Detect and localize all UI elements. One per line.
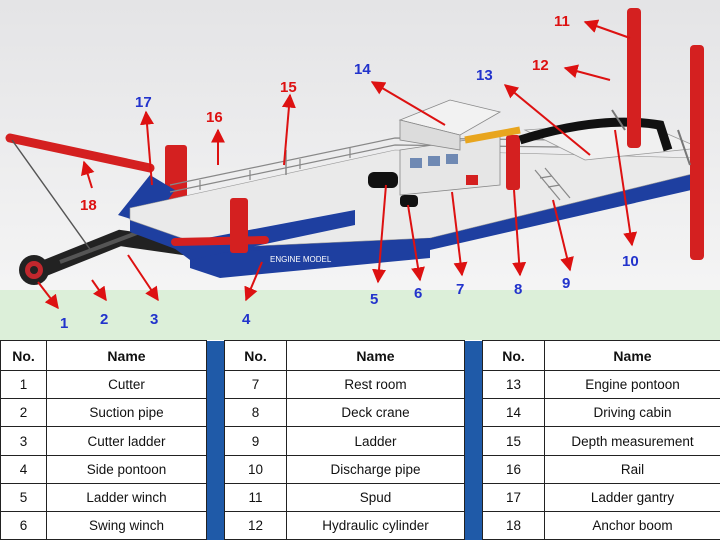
ladder-winch <box>368 172 398 188</box>
part-number: 15 <box>482 426 545 456</box>
callout-8: 8 <box>514 281 522 298</box>
cutter-head <box>19 255 49 285</box>
callout-5: 5 <box>370 291 378 308</box>
part-name: Spud <box>286 482 465 512</box>
column-divider <box>206 511 225 540</box>
column-divider <box>464 455 483 484</box>
header-no: No. <box>224 339 287 372</box>
callout-14: 14 <box>354 61 371 78</box>
column-divider <box>464 398 483 427</box>
column-divider <box>206 426 225 456</box>
column-divider <box>206 340 225 371</box>
hull-text: ENGINE MODEL <box>270 255 332 264</box>
part-number: 16 <box>482 454 545 484</box>
column-divider <box>464 340 483 371</box>
rail <box>169 137 561 193</box>
header-no: No. <box>0 339 47 372</box>
water-band <box>0 290 720 340</box>
callout-arrows <box>37 19 638 310</box>
callout-2: 2 <box>100 311 108 328</box>
driving-cabin <box>398 99 502 151</box>
column-divider <box>464 511 483 540</box>
anchor-boom <box>5 133 187 253</box>
column-divider <box>464 370 483 399</box>
swing-winch <box>400 195 418 207</box>
part-number: 3 <box>0 426 47 456</box>
column-divider <box>206 483 225 512</box>
part-number: 1 <box>0 370 47 400</box>
callout-17: 17 <box>135 94 152 111</box>
part-name: Swing winch <box>46 510 207 540</box>
column-divider <box>206 370 225 399</box>
part-name: Discharge pipe <box>286 454 465 484</box>
part-name: Anchor boom <box>544 510 720 540</box>
callout-6: 6 <box>414 285 422 302</box>
callout-4: 4 <box>242 311 251 328</box>
callout-18: 18 <box>80 197 97 214</box>
legend-header-row: No. Name No. Name No. Name <box>0 339 720 372</box>
part-number: 14 <box>482 398 545 428</box>
part-name: Deck crane <box>286 398 465 428</box>
part-number: 13 <box>482 370 545 400</box>
part-number: 9 <box>224 426 287 456</box>
part-number: 10 <box>224 454 287 484</box>
part-name: Suction pipe <box>46 398 207 428</box>
part-name: Hydraulic cylinder <box>286 510 465 540</box>
column-divider <box>206 398 225 427</box>
part-name: Driving cabin <box>544 398 720 428</box>
header-no: No. <box>482 339 545 372</box>
callout-13: 13 <box>476 67 493 84</box>
ladder <box>534 167 571 201</box>
part-name: Ladder gantry <box>544 482 720 512</box>
callout-3: 3 <box>150 311 158 328</box>
callout-9: 9 <box>562 275 570 292</box>
callout-16: 16 <box>206 109 223 126</box>
discharge-pipe <box>518 117 673 152</box>
part-number: 4 <box>0 454 47 484</box>
part-name: Depth measurement <box>544 426 720 456</box>
side-pontoon <box>170 198 355 260</box>
part-number: 18 <box>482 510 545 540</box>
part-name: Ladder winch <box>46 482 207 512</box>
part-number: 2 <box>0 398 47 428</box>
callout-15: 15 <box>280 79 297 96</box>
part-name: Rail <box>544 454 720 484</box>
part-number: 11 <box>224 482 287 512</box>
part-name: Ladder <box>286 426 465 456</box>
header-name: Name <box>286 339 465 372</box>
deck-crane <box>464 126 521 190</box>
part-number: 7 <box>224 370 287 400</box>
callout-12: 12 <box>532 57 549 74</box>
part-name: Cutter <box>46 370 207 400</box>
header-name: Name <box>46 339 207 372</box>
part-number: 8 <box>224 398 287 428</box>
callout-11: 11 <box>554 13 570 30</box>
part-number: 5 <box>0 482 47 512</box>
spud <box>627 8 704 260</box>
dredger-diagram: ENGINE MODEL <box>0 0 720 340</box>
part-name: Side pontoon <box>46 454 207 484</box>
part-number: 6 <box>0 510 47 540</box>
part-name: Cutter ladder <box>46 426 207 456</box>
column-divider <box>464 426 483 456</box>
column-divider <box>464 483 483 512</box>
column-divider <box>206 455 225 484</box>
callout-1: 1 <box>60 315 68 332</box>
header-name: Name <box>544 339 720 372</box>
callout-7: 7 <box>456 281 464 298</box>
part-number: 17 <box>482 482 545 512</box>
part-number: 12 <box>224 510 287 540</box>
hydraulic-cylinder <box>611 109 691 166</box>
part-name: Rest room <box>286 370 465 400</box>
callout-10: 10 <box>622 253 639 270</box>
part-name: Engine pontoon <box>544 370 720 400</box>
